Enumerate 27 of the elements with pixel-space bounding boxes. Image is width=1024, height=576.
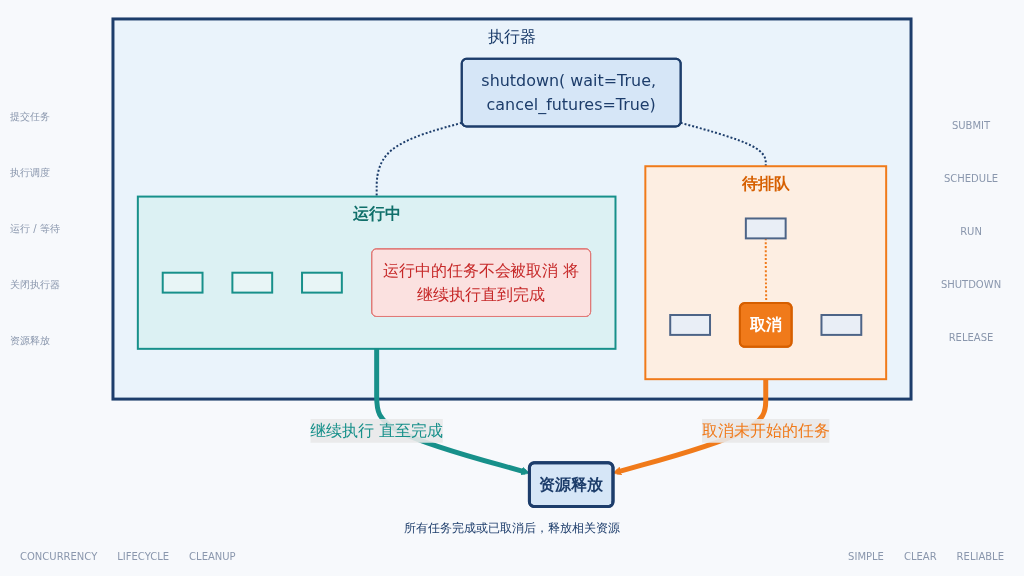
footer-tag: CLEAR <box>903 551 937 562</box>
footer-tag: CONCURRENCY <box>20 551 98 562</box>
timeline-step-label: RELEASE <box>948 332 994 343</box>
footer-tag: LIFECYCLE <box>117 551 170 562</box>
edge-label: 取消未开始的任务 <box>702 421 830 441</box>
timeline-step-label: 提交任务 <box>10 110 51 124</box>
node-box <box>669 314 711 337</box>
footer-tag: CLEANUP <box>189 551 236 562</box>
timeline-step-label: SUBMIT <box>951 120 991 131</box>
edge-label: 继续执行 直至完成 <box>310 421 443 441</box>
node-box <box>161 271 204 294</box>
timeline-step-label: 关闭执行器 <box>10 278 61 292</box>
node-box <box>231 271 274 294</box>
footer-tag: SIMPLE <box>848 551 884 562</box>
node-box <box>820 314 863 337</box>
timeline-step-label: SCHEDULE <box>943 173 999 184</box>
timeline-step-label: SHUTDOWN <box>940 279 1002 290</box>
node-box <box>744 217 787 240</box>
connector <box>679 122 767 168</box>
timeline-step-label: RUN <box>960 226 982 237</box>
node-box <box>301 271 343 294</box>
timeline-step-label: 资源释放 <box>10 334 51 348</box>
node-caption: 所有任务完成或已取消后，释放相关资源 <box>404 520 620 537</box>
footer-tag: RELIABLE <box>956 551 1004 562</box>
timeline-step-label: 运行 / 等待 <box>10 222 61 236</box>
timeline-step-label: 执行调度 <box>10 166 51 180</box>
connector <box>375 122 463 198</box>
